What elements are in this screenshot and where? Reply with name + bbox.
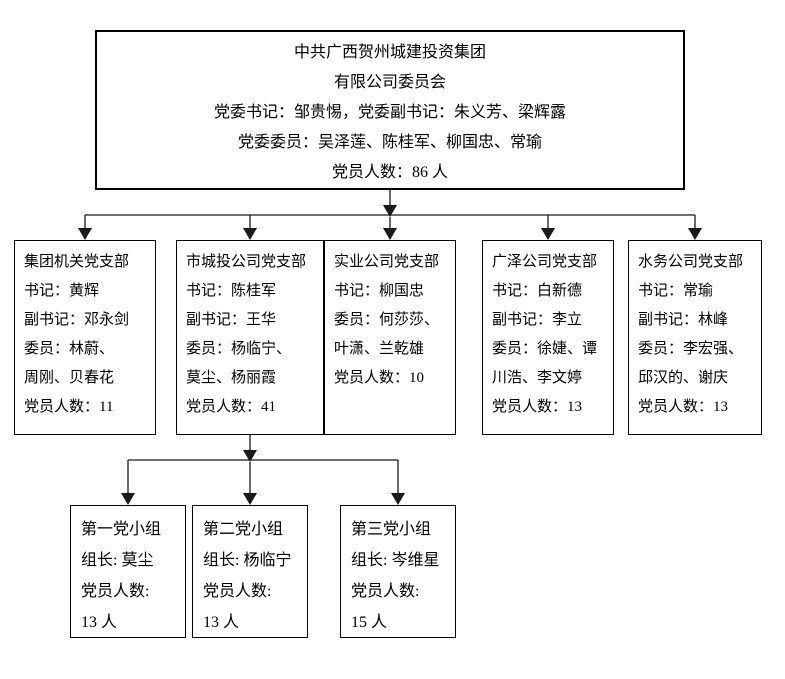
branch-members-line-1: 委员：李宏强、 [638,341,744,357]
group-member-count-label: 党员人数: [203,583,272,600]
branch-members-line-2: 川浩、李文婷 [492,370,583,386]
group-member-count-value: 13 人 [81,614,118,631]
arrowhead-group-3 [391,493,405,505]
branch-secretary-line: 书记：陈桂军 [186,283,277,299]
arrowhead-group-2 [243,493,257,505]
branch-box-city-investment: 市城投公司党支部 书记：陈桂军 副书记：王华 委员：杨临宁、 莫尘、杨丽霞 党员… [176,240,324,435]
branch-members-line-1: 委员：徐婕、谭 [492,341,598,357]
arrowhead-branch-5 [688,228,702,240]
branch-member-count-line: 党员人数：11 [24,399,114,415]
branch-secretary-line: 书记：黄辉 [24,283,100,299]
group-leader-line: 组长: 杨临宁 [203,552,292,569]
branch-title: 广泽公司党支部 [492,254,598,270]
branch-members-line-2: 叶潇、兰乾雄 [334,341,425,357]
group-member-count-label: 党员人数: [81,583,150,600]
branch-members-line-1: 委员：何莎莎、 [334,312,440,328]
arrowhead-branch-1 [78,228,92,240]
branch-box-water-utility: 水务公司党支部 书记：常瑜 副书记：林峰 委员：李宏强、 邱汉的、谢庆 党员人数… [628,240,762,435]
root-member-count-line: 党员人数：86 人 [331,164,448,181]
branch-members-line-2: 莫尘、杨丽霞 [186,370,277,386]
branch-deputy-line: 副书记：邓永剑 [24,312,130,328]
branch-deputy-line: 副书记：李立 [492,312,583,328]
root-committee-box: 中共广西贺州城建投资集团 有限公司委员会 党委书记：邹贵惕，党委副书记：朱义芳、… [95,30,685,190]
branch-title: 集团机关党支部 [24,254,130,270]
group-member-count-label: 党员人数: [351,583,420,600]
branch-box-group-office: 集团机关党支部 书记：黄辉 副书记：邓永剑 委员：林蔚、 周刚、贝春花 党员人数… [14,240,156,435]
root-org-name-line-1: 中共广西贺州城建投资集团 [293,44,486,61]
branch-title: 水务公司党支部 [638,254,744,270]
arrowhead-branch-4 [541,228,555,240]
branch-members-line-2: 邱汉的、谢庆 [638,370,729,386]
branch-members-line-1: 委员：林蔚、 [24,341,115,357]
group-leader-line: 组长: 岑维星 [351,552,440,569]
branch-member-count-line: 党员人数：13 [638,399,729,415]
arrowhead-group-1 [121,493,135,505]
arrowhead-root-to-bus [383,205,397,217]
arrowhead-branch-3 [383,228,397,240]
branch-secretary-line: 书记：柳国忠 [334,283,425,299]
root-secretary-line: 党委书记：邹贵惕，党委副书记：朱义芳、梁辉露 [213,104,566,121]
arrowhead-branch-2 [243,228,257,240]
branch-member-count-line: 党员人数：41 [186,399,277,415]
group-title: 第二党小组 [203,521,284,538]
branch-title: 实业公司党支部 [334,254,440,270]
branch-box-industrial: 实业公司党支部 书记：柳国忠 委员：何莎莎、 叶潇、兰乾雄 党员人数：10 [324,240,456,435]
branch-deputy-line: 副书记：林峰 [638,312,729,328]
branch-secretary-line: 书记：白新德 [492,283,583,299]
arrowhead-branch2-to-bus [243,450,257,462]
branch-box-guangze: 广泽公司党支部 书记：白新德 副书记：李立 委员：徐婕、谭 川浩、李文婷 党员人… [482,240,614,435]
group-member-count-value: 15 人 [351,614,388,631]
group-box-3: 第三党小组 组长: 岑维星 党员人数: 15 人 [340,505,456,638]
group-title: 第三党小组 [351,521,432,538]
branch-member-count-line: 党员人数：13 [492,399,583,415]
root-members-line: 党委委员：吴泽莲、陈桂军、柳国忠、常瑜 [237,134,542,151]
group-box-1: 第一党小组 组长: 莫尘 党员人数: 13 人 [70,505,186,638]
group-box-2: 第二党小组 组长: 杨临宁 党员人数: 13 人 [192,505,308,638]
group-member-count-value: 13 人 [203,614,240,631]
branch-members-line-2: 周刚、贝春花 [24,370,115,386]
branch-deputy-line: 副书记：王华 [186,312,277,328]
branch-member-count-line: 党员人数：10 [334,370,425,386]
branch-title: 市城投公司党支部 [186,254,307,270]
group-title: 第一党小组 [81,521,162,538]
branch-secretary-line: 书记：常瑜 [638,283,714,299]
root-org-name-line-2: 有限公司委员会 [333,74,446,91]
branch-members-line-1: 委员：杨临宁、 [186,341,292,357]
group-leader-line: 组长: 莫尘 [81,552,154,569]
